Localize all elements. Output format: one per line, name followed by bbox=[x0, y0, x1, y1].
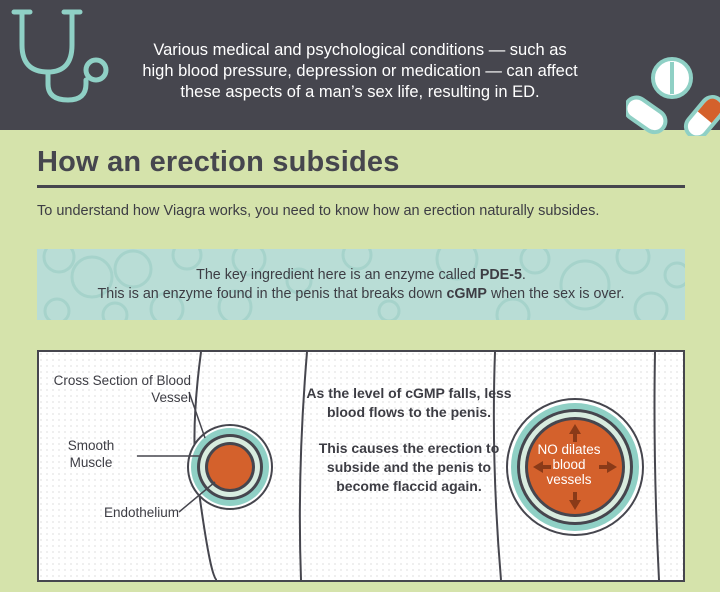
banner-text: Various medical and psychological condit… bbox=[110, 40, 610, 103]
label-cross-section: Cross Section of Blood Vessel bbox=[53, 373, 191, 405]
pde-text: The key ingredient here is an enzyme cal… bbox=[37, 266, 685, 304]
section-title: How an erection subsides bbox=[37, 146, 400, 178]
pde5-term: PDE-5 bbox=[479, 267, 522, 283]
section-divider bbox=[37, 185, 685, 188]
pills-illustration bbox=[626, 57, 720, 136]
leader-line bbox=[178, 481, 216, 513]
arrow-left-icon bbox=[533, 461, 551, 473]
stethoscope-icon bbox=[11, 8, 109, 108]
pde-info-box: The key ingredient here is an enzyme cal… bbox=[37, 249, 685, 320]
penis-outline bbox=[653, 352, 660, 580]
explanation-text: As the level of cGMP falls, less blood f… bbox=[304, 384, 514, 513]
banner-line: these aspects of a man’s sex life, resul… bbox=[180, 83, 540, 101]
bubbles-decoration bbox=[42, 249, 685, 320]
leader-line bbox=[188, 391, 206, 439]
arrow-down-icon bbox=[569, 492, 581, 510]
penis-outline bbox=[298, 352, 308, 580]
no-dilates-note: NO dilates blood vessels bbox=[537, 442, 601, 487]
top-banner: Various medical and psychological condit… bbox=[0, 0, 720, 130]
vessel-cross-section-dilated bbox=[506, 398, 644, 536]
arrow-up-icon bbox=[569, 424, 581, 442]
pde-line-1: The key ingredient here is an enzyme cal… bbox=[196, 267, 526, 283]
vessel-cross-section-small bbox=[187, 424, 273, 510]
penis-outline bbox=[492, 352, 502, 580]
explanation-paragraph: As the level of cGMP falls, less blood f… bbox=[306, 385, 512, 420]
pde-line-2: This is an enzyme found in the penis tha… bbox=[97, 286, 625, 302]
diagram-illustration bbox=[39, 352, 683, 580]
banner-line: Various medical and psychological condit… bbox=[153, 41, 567, 59]
arrow-right-icon bbox=[599, 461, 617, 473]
label-endothelium: Endothelium bbox=[103, 505, 179, 520]
pill-tablet-icon bbox=[651, 57, 693, 99]
cgmp-term: cGMP bbox=[446, 286, 487, 302]
label-smooth-muscle: Smooth Muscle bbox=[67, 438, 115, 470]
explanation-paragraph: This causes the erection to subside and … bbox=[318, 440, 500, 494]
vessel-diagram: Cross Section of Blood Vessel Smooth Mus… bbox=[37, 350, 685, 582]
banner-line: high blood pressure, depression or medic… bbox=[142, 62, 578, 80]
pill-capsule-icon bbox=[626, 95, 668, 135]
intro-text: To understand how Viagra works, you need… bbox=[37, 203, 600, 219]
pill-capsule-icon bbox=[683, 95, 720, 136]
